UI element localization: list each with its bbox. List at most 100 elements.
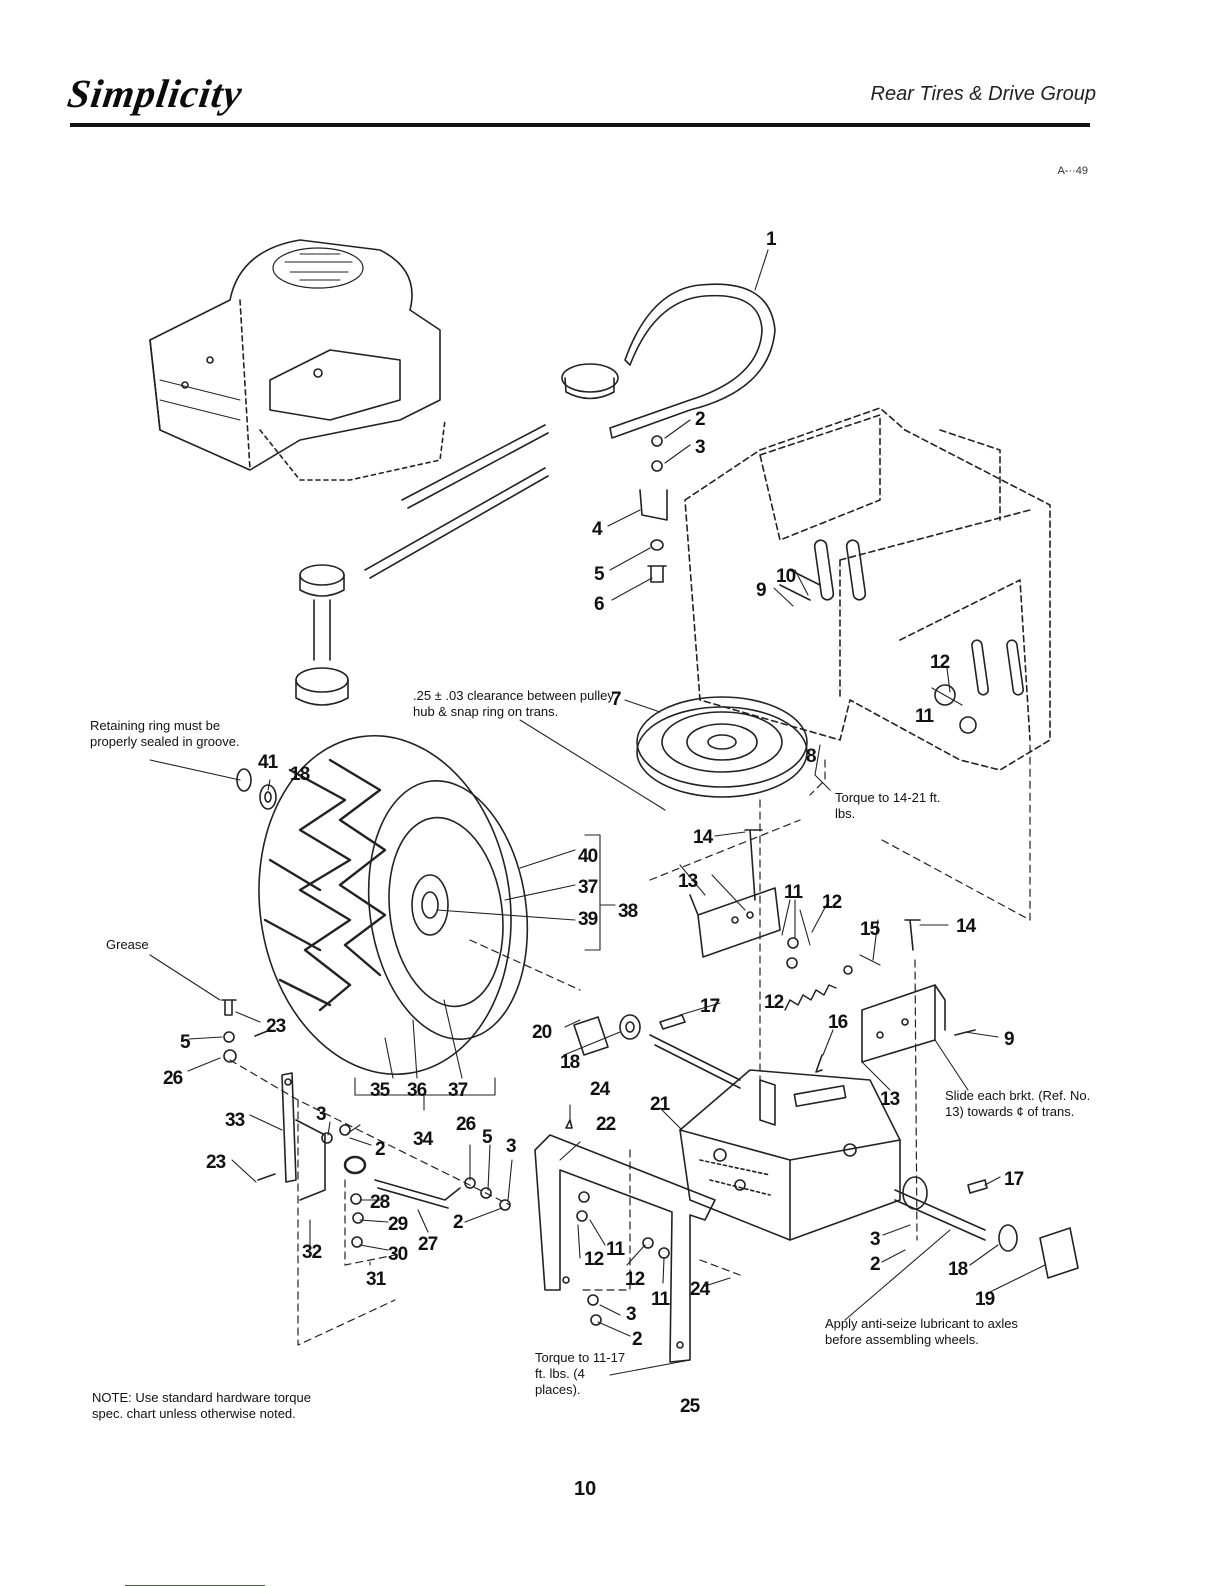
- callout-37-upper: 37: [578, 877, 598, 898]
- return-spring: [784, 937, 853, 1011]
- callout-3-middle: 3: [506, 1136, 516, 1157]
- callout-11-cross-right: 11: [651, 1289, 671, 1310]
- grease-fitting: [221, 999, 271, 1063]
- callout-37: 37: [448, 1080, 468, 1101]
- callout-4: 4: [592, 519, 603, 540]
- callout-3-right: 3: [870, 1229, 880, 1250]
- callout-9-right: 9: [1004, 1029, 1014, 1050]
- engine: [149, 239, 446, 481]
- callout-12-bracket: 12: [822, 892, 842, 913]
- figure-code: A-··49: [1057, 165, 1088, 177]
- callout-24: 24: [590, 1079, 611, 1100]
- page-number: 10: [574, 1478, 597, 1500]
- callout-17-right: 17: [1004, 1169, 1024, 1190]
- callout-14: 14: [693, 827, 714, 848]
- callout-41: 41: [258, 752, 279, 773]
- note-hardware: NOTE: Use standard hardware torque spec.…: [92, 1390, 311, 1421]
- callout-35: 35: [370, 1080, 391, 1101]
- leader-lines: [149, 249, 1046, 1376]
- callout-3-left: 3: [316, 1104, 326, 1125]
- callout-13: 13: [678, 871, 698, 892]
- callout-2-left: 2: [375, 1139, 385, 1160]
- callout-3: 3: [695, 437, 705, 458]
- callout-27: 27: [418, 1234, 438, 1255]
- callout-31: 31: [366, 1269, 387, 1290]
- callout-12-cross-right: 12: [625, 1269, 645, 1290]
- hardware-2-6: [639, 435, 668, 583]
- callout-23: 23: [266, 1016, 286, 1037]
- callout-18: 18: [290, 764, 310, 785]
- note-slide-bracket: Slide each brkt. (Ref. No. 13) towards ¢…: [945, 1088, 1091, 1119]
- cross-bracket: [534, 1119, 716, 1363]
- note-torque-11-17: Torque to 11-17 ft. lbs. (4 places).: [535, 1350, 626, 1397]
- callout-38: 38: [618, 901, 638, 922]
- callout-11-cross-left: 11: [606, 1239, 626, 1260]
- callout-20: 20: [532, 1022, 552, 1043]
- callout-8: 8: [806, 746, 816, 767]
- callout-2-middle: 2: [453, 1212, 463, 1233]
- callout-11: 11: [915, 706, 935, 727]
- brake-arm: [257, 1072, 326, 1201]
- assembly-lines: [229, 739, 1031, 1346]
- callout-33: 33: [225, 1110, 245, 1131]
- callout-39: 39: [578, 909, 598, 930]
- callout-2-bottom: 2: [632, 1329, 642, 1350]
- callout-10: 10: [776, 566, 796, 587]
- callout-30: 30: [388, 1244, 408, 1265]
- callout-2: 2: [695, 409, 705, 430]
- frame-slots: [779, 539, 1025, 734]
- callout-17: 17: [700, 996, 720, 1017]
- callout-12-cross-left: 12: [584, 1249, 604, 1270]
- callout-5: 5: [594, 564, 605, 585]
- callout-25: 25: [680, 1396, 701, 1417]
- callout-5-middle: 5: [482, 1127, 493, 1148]
- callout-6: 6: [594, 594, 604, 615]
- callout-13-right: 13: [880, 1089, 900, 1110]
- callout-16: 16: [828, 1012, 848, 1033]
- note-retaining-ring: Retaining ring must be properly sealed i…: [90, 718, 240, 749]
- callout-12: 12: [930, 652, 950, 673]
- callout-19: 19: [975, 1289, 995, 1310]
- callout-9: 9: [756, 580, 766, 601]
- callout-23-lower: 23: [206, 1152, 226, 1173]
- callout-15: 15: [860, 919, 881, 940]
- retaining-ring-washer: [236, 768, 277, 810]
- note-anti-seize: Apply anti-seize lubricant to axles befo…: [825, 1316, 1018, 1347]
- callout-5-left: 5: [180, 1032, 191, 1053]
- callout-36: 36: [407, 1080, 427, 1101]
- transmission-pulley: [636, 696, 808, 798]
- cotter-pin: [815, 1054, 823, 1073]
- note-torque-14-21: Torque to 14-21 ft. lbs.: [835, 790, 941, 821]
- rear-tire: [258, 734, 529, 1076]
- callout-29: 29: [388, 1214, 408, 1235]
- header-rule: [70, 123, 1090, 127]
- v-belt: [561, 283, 776, 439]
- belt-guide-rods: [364, 424, 549, 579]
- callout-24-lower: 24: [690, 1279, 711, 1300]
- callout-28: 28: [370, 1192, 390, 1213]
- callout-2-right: 2: [870, 1254, 880, 1275]
- callout-12-spring: 12: [764, 992, 784, 1013]
- callout-11-bracket: 11: [784, 882, 804, 903]
- callout-26: 26: [163, 1068, 183, 1089]
- callout-14-right: 14: [956, 916, 977, 937]
- callout-18-middle: 18: [560, 1052, 580, 1073]
- callout-3-bottom: 3: [626, 1304, 636, 1325]
- callout-18-right: 18: [948, 1259, 968, 1280]
- section-title: Rear Tires & Drive Group: [870, 83, 1096, 105]
- callout-21: 21: [650, 1094, 671, 1115]
- callout-34: 34: [413, 1129, 434, 1150]
- callout-32: 32: [302, 1242, 322, 1263]
- callout-7: 7: [611, 689, 621, 710]
- tractor-frame: [684, 407, 1051, 771]
- callout-22: 22: [596, 1114, 616, 1135]
- axle-spacer: [573, 1014, 686, 1056]
- transaxle: [649, 1034, 986, 1241]
- callout-26-middle: 26: [456, 1114, 476, 1135]
- callout-1: 1: [766, 229, 777, 250]
- note-grease: Grease: [106, 937, 149, 952]
- note-clearance: .25 ± .03 clearance between pulley hub &…: [413, 688, 614, 719]
- callout-40: 40: [578, 846, 598, 867]
- mounting-brackets: [689, 829, 976, 1063]
